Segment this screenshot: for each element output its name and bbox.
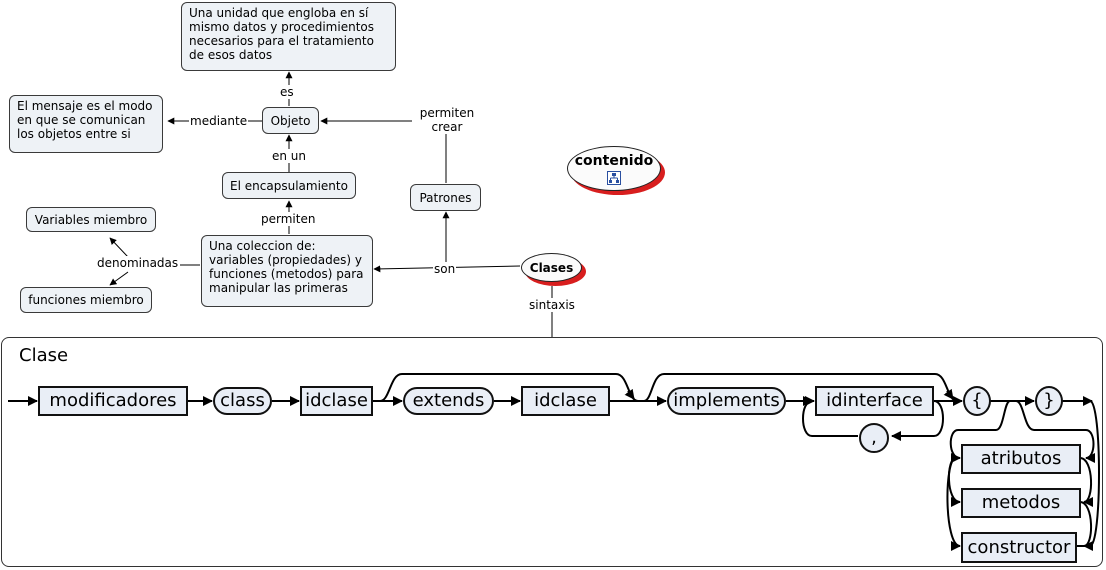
token-constructor: constructor (961, 532, 1077, 563)
token-atributos-label: atributos (980, 448, 1062, 469)
token-close-brace: } (1035, 386, 1063, 416)
patrones-node: Patrones (410, 184, 481, 211)
link-es: es (279, 85, 295, 99)
contenido-text: contenido (574, 152, 654, 169)
link-permiten-crear: permiten crear (417, 106, 477, 134)
token-idclase-1-label: idclase (305, 390, 368, 411)
definition-text: Una unidad que engloba en sí mismo datos… (189, 6, 374, 62)
contenido-node[interactable]: contenido (567, 146, 661, 191)
syntax-title: Clase (19, 345, 69, 366)
token-open-brace: { (963, 386, 991, 416)
clases-text: Clases (529, 260, 574, 275)
token-class: class (213, 387, 272, 415)
mensaje-text: El mensaje es el modo en que se comunica… (17, 99, 153, 141)
token-idinterface-label: idinterface (826, 390, 923, 411)
token-constructor-label: constructor (967, 536, 1071, 558)
token-comma-label: , (871, 427, 877, 448)
link-permiten: permiten (260, 212, 317, 226)
funciones-miembro-text: funciones miembro (28, 293, 144, 307)
link-en-un: en un (271, 149, 308, 163)
token-idclase-2: idclase (521, 386, 610, 416)
link-mediante: mediante (189, 114, 249, 128)
syntax-panel (1, 337, 1103, 567)
token-metodos: metodos (961, 488, 1081, 518)
concept-map-icon[interactable] (607, 170, 621, 185)
token-comma: , (859, 423, 889, 453)
definition-node: Una unidad que engloba en sí mismo datos… (181, 2, 396, 71)
objeto-node: Objeto (262, 107, 319, 134)
token-idclase-2-label: idclase (534, 390, 597, 411)
encapsulamiento-text: El encapsulamiento (230, 178, 348, 193)
token-atributos: atributos (961, 444, 1081, 474)
mensaje-node: El mensaje es el modo en que se comunica… (9, 95, 163, 153)
clases-node[interactable]: Clases (521, 253, 582, 282)
coleccion-node: Una coleccion de: variables (propiedades… (201, 235, 373, 307)
token-idinterface: idinterface (815, 386, 934, 416)
token-class-label: class (220, 390, 265, 411)
token-extends: extends (403, 387, 494, 415)
variables-miembro-node: Variables miembro (26, 207, 156, 232)
token-implements: implements (667, 387, 786, 415)
funciones-miembro-node: funciones miembro (20, 287, 152, 313)
token-modificadores-label: modificadores (49, 390, 177, 411)
link-sintaxis: sintaxis (528, 298, 576, 312)
token-close-brace-label: } (1043, 390, 1055, 411)
link-denominadas: denominadas (96, 256, 180, 270)
token-open-brace-label: { (971, 390, 983, 411)
objeto-text: Objeto (270, 113, 311, 128)
encapsulamiento-node: El encapsulamiento (222, 172, 356, 199)
token-implements-label: implements (673, 390, 780, 411)
coleccion-text: Una coleccion de: variables (propiedades… (209, 239, 364, 295)
token-extends-label: extends (412, 390, 485, 411)
token-metodos-label: metodos (981, 492, 1061, 513)
token-modificadores: modificadores (38, 386, 188, 416)
variables-miembro-text: Variables miembro (34, 212, 148, 227)
token-idclase-1: idclase (300, 386, 373, 416)
patrones-text: Patrones (419, 190, 472, 205)
link-son: son (433, 262, 457, 276)
